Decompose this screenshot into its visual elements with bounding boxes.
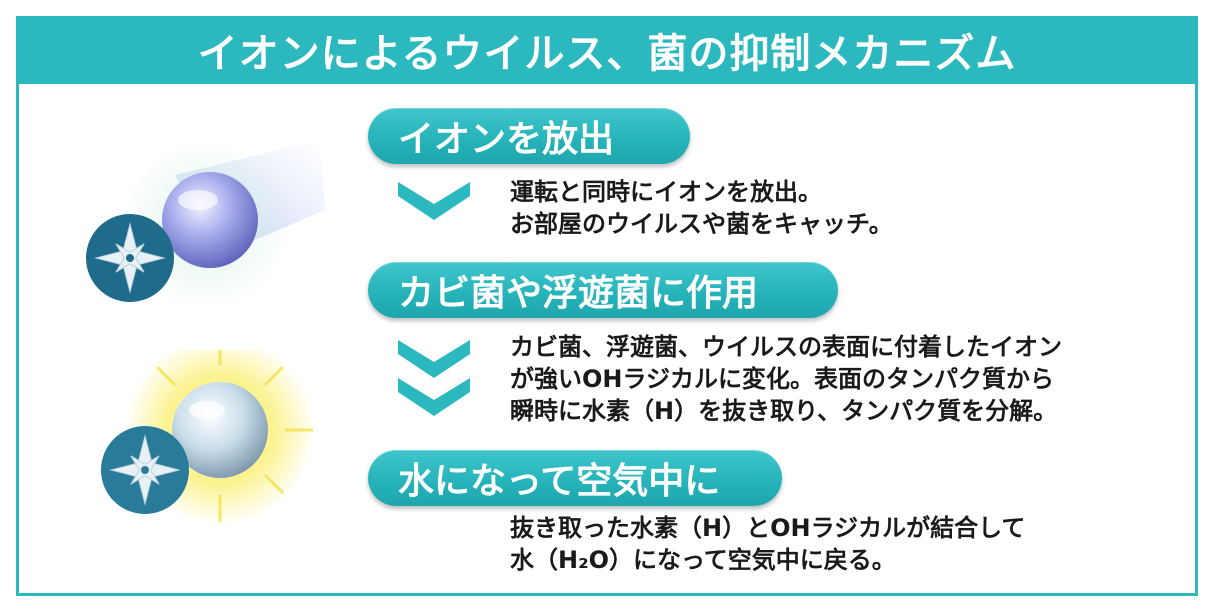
- step-3-heading-text: 水になって空気中に: [398, 461, 721, 502]
- step-2-line-2: が強いOHラジカルに変化。表面のタンパク質から: [510, 365, 1055, 393]
- title-banner: イオンによるウイルス、菌の抑制メカニズム: [16, 16, 1198, 84]
- step-1-heading-text: イオンを放出: [398, 119, 615, 160]
- chevron-down-icon: [398, 182, 470, 220]
- chevron-down-icon: [398, 378, 470, 416]
- ion-ball-illustration: [86, 140, 325, 310]
- step-1-line-2: お部屋のウイルスや菌をキャッチ。: [510, 210, 893, 238]
- step-2-line-3: 瞬時に水素（H）を抜き取り、タンパク質を分解。: [510, 397, 1058, 425]
- step-1-heading: イオンを放出: [368, 108, 690, 164]
- page-title: イオンによるウイルス、菌の抑制メカニズム: [197, 31, 1017, 77]
- step-3-heading: 水になって空気中に: [368, 450, 782, 506]
- chevron-down-icon: [398, 340, 470, 378]
- step-3-line-2: 水（H₂O）になって空気中に戻る。: [510, 546, 896, 574]
- compass-star-icon: [101, 426, 189, 514]
- ion-sphere: [162, 172, 258, 268]
- step-2-line-1: カビ菌、浮遊菌、ウイルスの表面に付着したイオン: [510, 333, 1062, 361]
- step-3-line-1: 抜き取った水素（H）とOHラジカルが結合して: [510, 514, 1026, 542]
- step-1-line-1: 運転と同時にイオンを放出。: [510, 178, 822, 206]
- step-2-heading-text: カビ菌や浮遊菌に作用: [398, 273, 759, 314]
- step-1-description: 運転と同時にイオンを放出。 お部屋のウイルスや菌をキャッチ。: [510, 176, 893, 240]
- sun-ball-illustration: [101, 350, 315, 525]
- content-frame: [16, 82, 1198, 596]
- step-3-description: 抜き取った水素（H）とOHラジカルが結合して 水（H₂O）になって空気中に戻る。: [510, 512, 1025, 576]
- step-2-description: カビ菌、浮遊菌、ウイルスの表面に付着したイオン が強いOHラジカルに変化。表面の…: [510, 331, 1062, 427]
- compass-star-icon: [86, 214, 174, 302]
- step-2-heading: カビ菌や浮遊菌に作用: [368, 262, 838, 318]
